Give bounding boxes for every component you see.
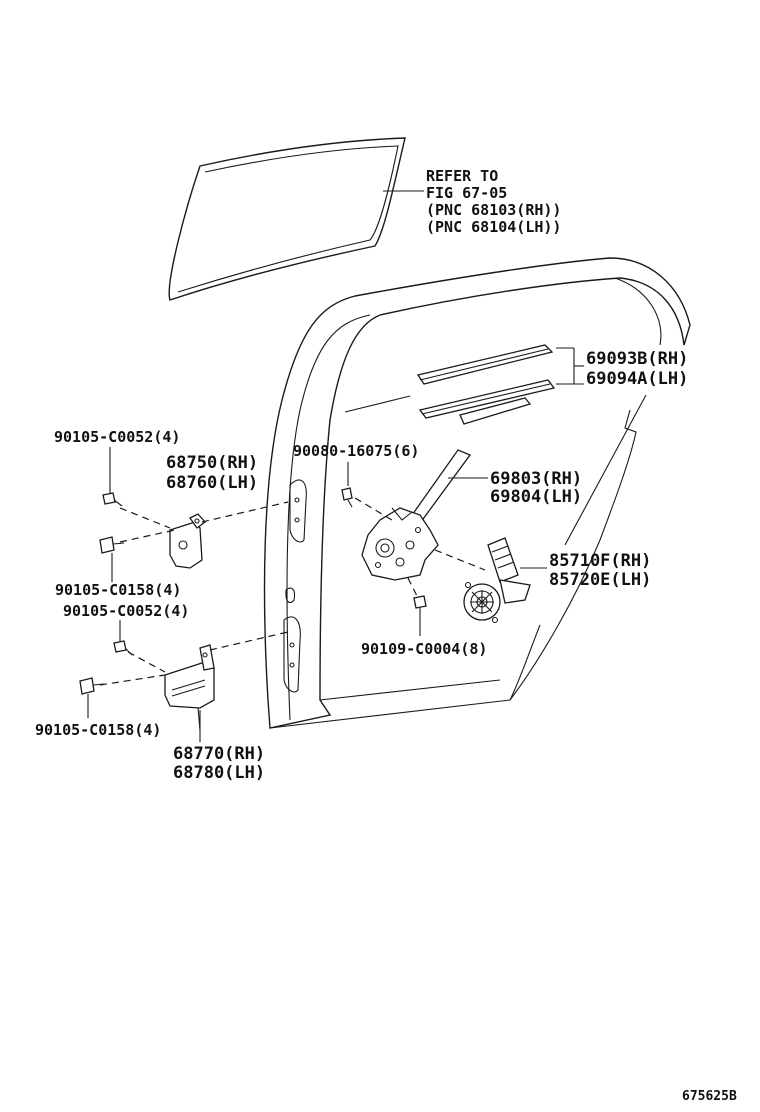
label-lower-screw-top: 90105-C0052(4) (63, 602, 189, 620)
bolt-regulator-icon (341, 462, 353, 508)
label-85710F: 85710F(RH) (549, 551, 651, 571)
label-69093B: 69093B(RH) (586, 349, 688, 369)
bolt-upper-bottom-icon (99, 536, 125, 582)
refer-line-1: REFER TO (426, 167, 498, 185)
lower-hinge (99, 631, 289, 742)
bolt-motor-icon (413, 595, 427, 636)
label-69803: 69803(RH) (490, 469, 582, 489)
bolt-lower-bottom-icon (79, 677, 105, 718)
motor-leader (564, 394, 647, 546)
weatherstrip (344, 344, 584, 425)
label-69804: 69804(LH) (490, 487, 582, 507)
refer-line-4: (PNC 68104(LH)) (426, 218, 561, 236)
label-68770: 68770(RH) (173, 744, 265, 764)
label-lower-bolt-bottom: 90105-C0158(4) (35, 721, 161, 739)
label-85720E: 85720E(LH) (549, 570, 651, 590)
window-motor (463, 537, 547, 624)
label-motor-bolt: 90109-C0004(8) (361, 640, 487, 658)
door-glass (168, 137, 406, 301)
upper-hinge (119, 501, 289, 569)
refer-line-2: FIG 67-05 (426, 184, 507, 202)
door-frame (263, 257, 691, 729)
label-68750: 68750(RH) (166, 453, 258, 473)
label-68780: 68780(LH) (173, 763, 265, 783)
label-regulator-bolt: 90080-16075(6) (293, 442, 419, 460)
label-68760: 68760(LH) (166, 473, 258, 493)
screw-upper-top-icon (102, 447, 123, 507)
window-regulator (354, 449, 488, 599)
label-upper-bolt-bottom: 90105-C0158(4) (55, 581, 181, 599)
figure-id: 675625B (682, 1089, 737, 1104)
label-upper-screw-top: 90105-C0052(4) (54, 428, 180, 446)
refer-line-3: (PNC 68103(RH)) (426, 201, 561, 219)
screw-lower-top-icon (113, 620, 133, 656)
label-69094A: 69094A(LH) (586, 369, 688, 389)
